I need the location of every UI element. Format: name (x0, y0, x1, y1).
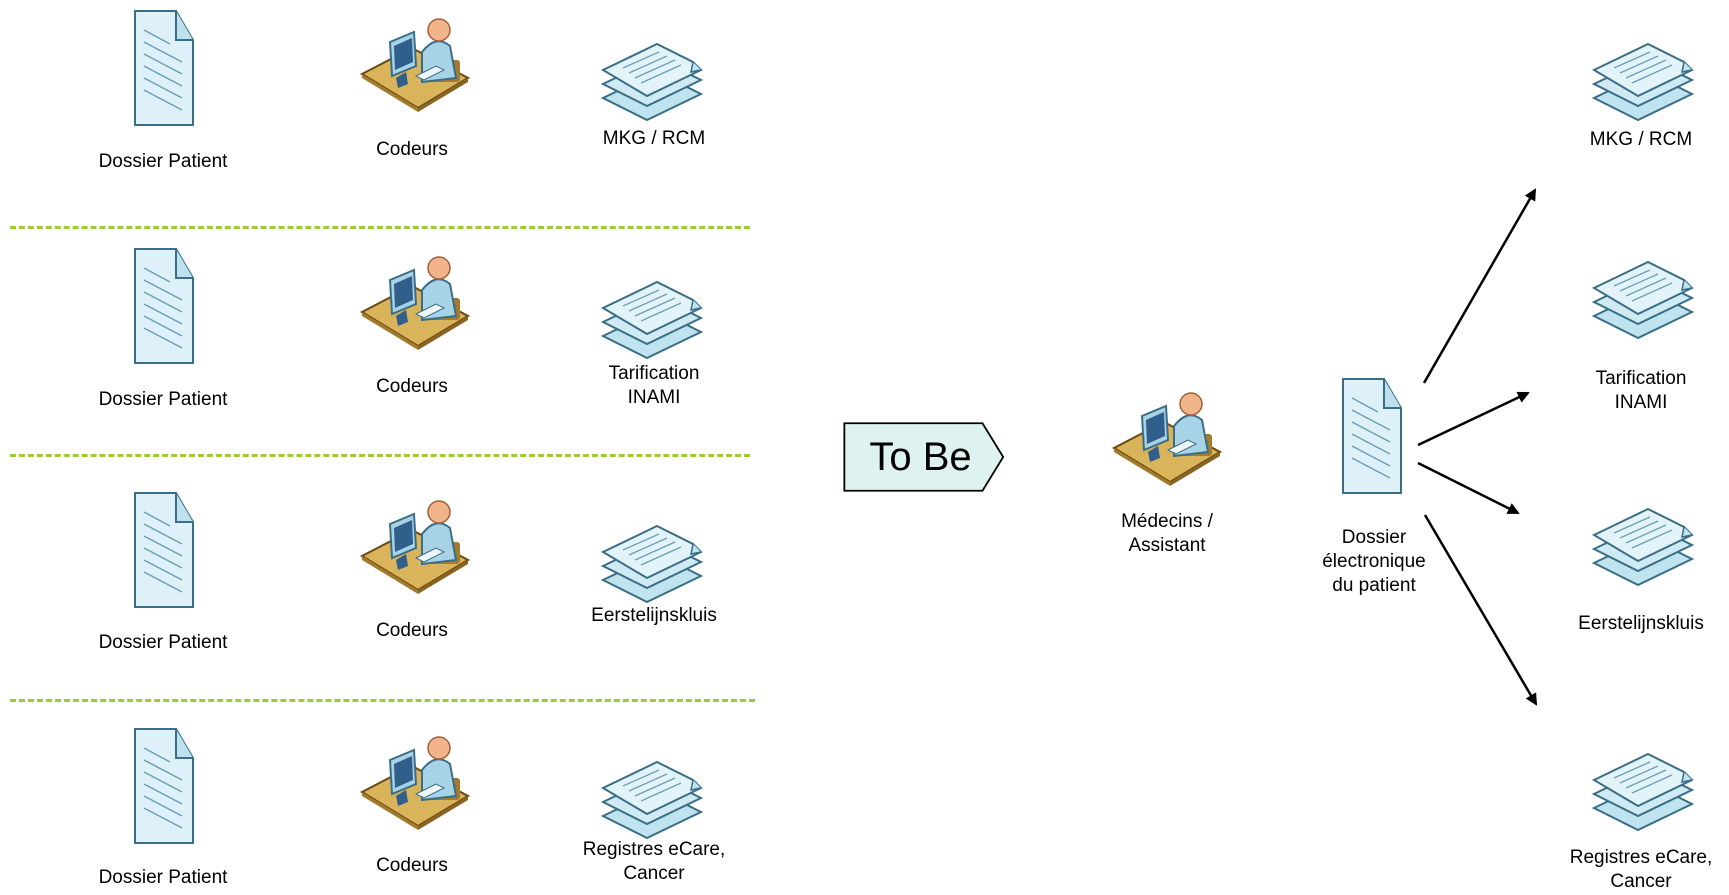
document-icon (132, 726, 196, 846)
tobe-target-label: Registres eCare, Cancer (1569, 847, 1713, 892)
electronic-record-icon (1340, 376, 1404, 496)
asis-document-label: Dossier Patient (98, 151, 228, 172)
asis-coder-label: Codeurs (376, 376, 448, 397)
arrow-to-mkg (1422, 188, 1537, 384)
document-stack-icon (1588, 752, 1698, 836)
document-stack-icon (1588, 260, 1698, 344)
tobe-target-label: MKG / RCM (1589, 129, 1693, 150)
document-icon (132, 8, 196, 128)
asis-document-label: Dossier Patient (98, 867, 228, 888)
to-be-arrow-shape (843, 422, 1005, 492)
document-stack-icon (597, 42, 707, 126)
document-stack-icon (597, 524, 707, 608)
document-stack-icon (1588, 507, 1698, 591)
physician-workstation-icon (1111, 386, 1223, 486)
asis-target-label: Registres eCare, Cancer (582, 839, 726, 884)
tobe-target-label: Tarification INAMI (1595, 368, 1687, 413)
arrow-to-tarification (1417, 391, 1530, 447)
coder-workstation-icon (359, 250, 471, 350)
asis-target-label: MKG / RCM (602, 128, 706, 149)
asis-coder-label: Codeurs (376, 855, 448, 876)
row-separator (10, 454, 750, 457)
document-stack-icon (597, 280, 707, 364)
coder-workstation-icon (359, 12, 471, 112)
asis-coder-label: Codeurs (376, 139, 448, 160)
asis-coder-label: Codeurs (376, 620, 448, 641)
row-separator (10, 226, 750, 229)
document-icon (132, 246, 196, 366)
coder-workstation-icon (359, 730, 471, 830)
document-stack-icon (597, 760, 707, 844)
asis-target-label: Eerstelijnskluis (591, 605, 717, 626)
tobe-document-label: Dossier électronique du patient (1322, 527, 1426, 596)
tobe-target-label: Eerstelijnskluis (1578, 613, 1704, 634)
asis-document-label: Dossier Patient (98, 389, 228, 410)
asis-document-label: Dossier Patient (98, 632, 228, 653)
coder-workstation-icon (359, 494, 471, 594)
document-stack-icon (1588, 42, 1698, 126)
asis-target-label: Tarification INAMI (608, 363, 700, 408)
to-be-label: To Be (869, 435, 972, 479)
arrow-to-eerstelijnskluis (1417, 461, 1520, 515)
tobe-actor-label: Médecins / Assistant (1121, 511, 1213, 556)
document-icon (132, 490, 196, 610)
arrow-to-registres (1423, 514, 1538, 706)
row-separator (10, 699, 755, 702)
